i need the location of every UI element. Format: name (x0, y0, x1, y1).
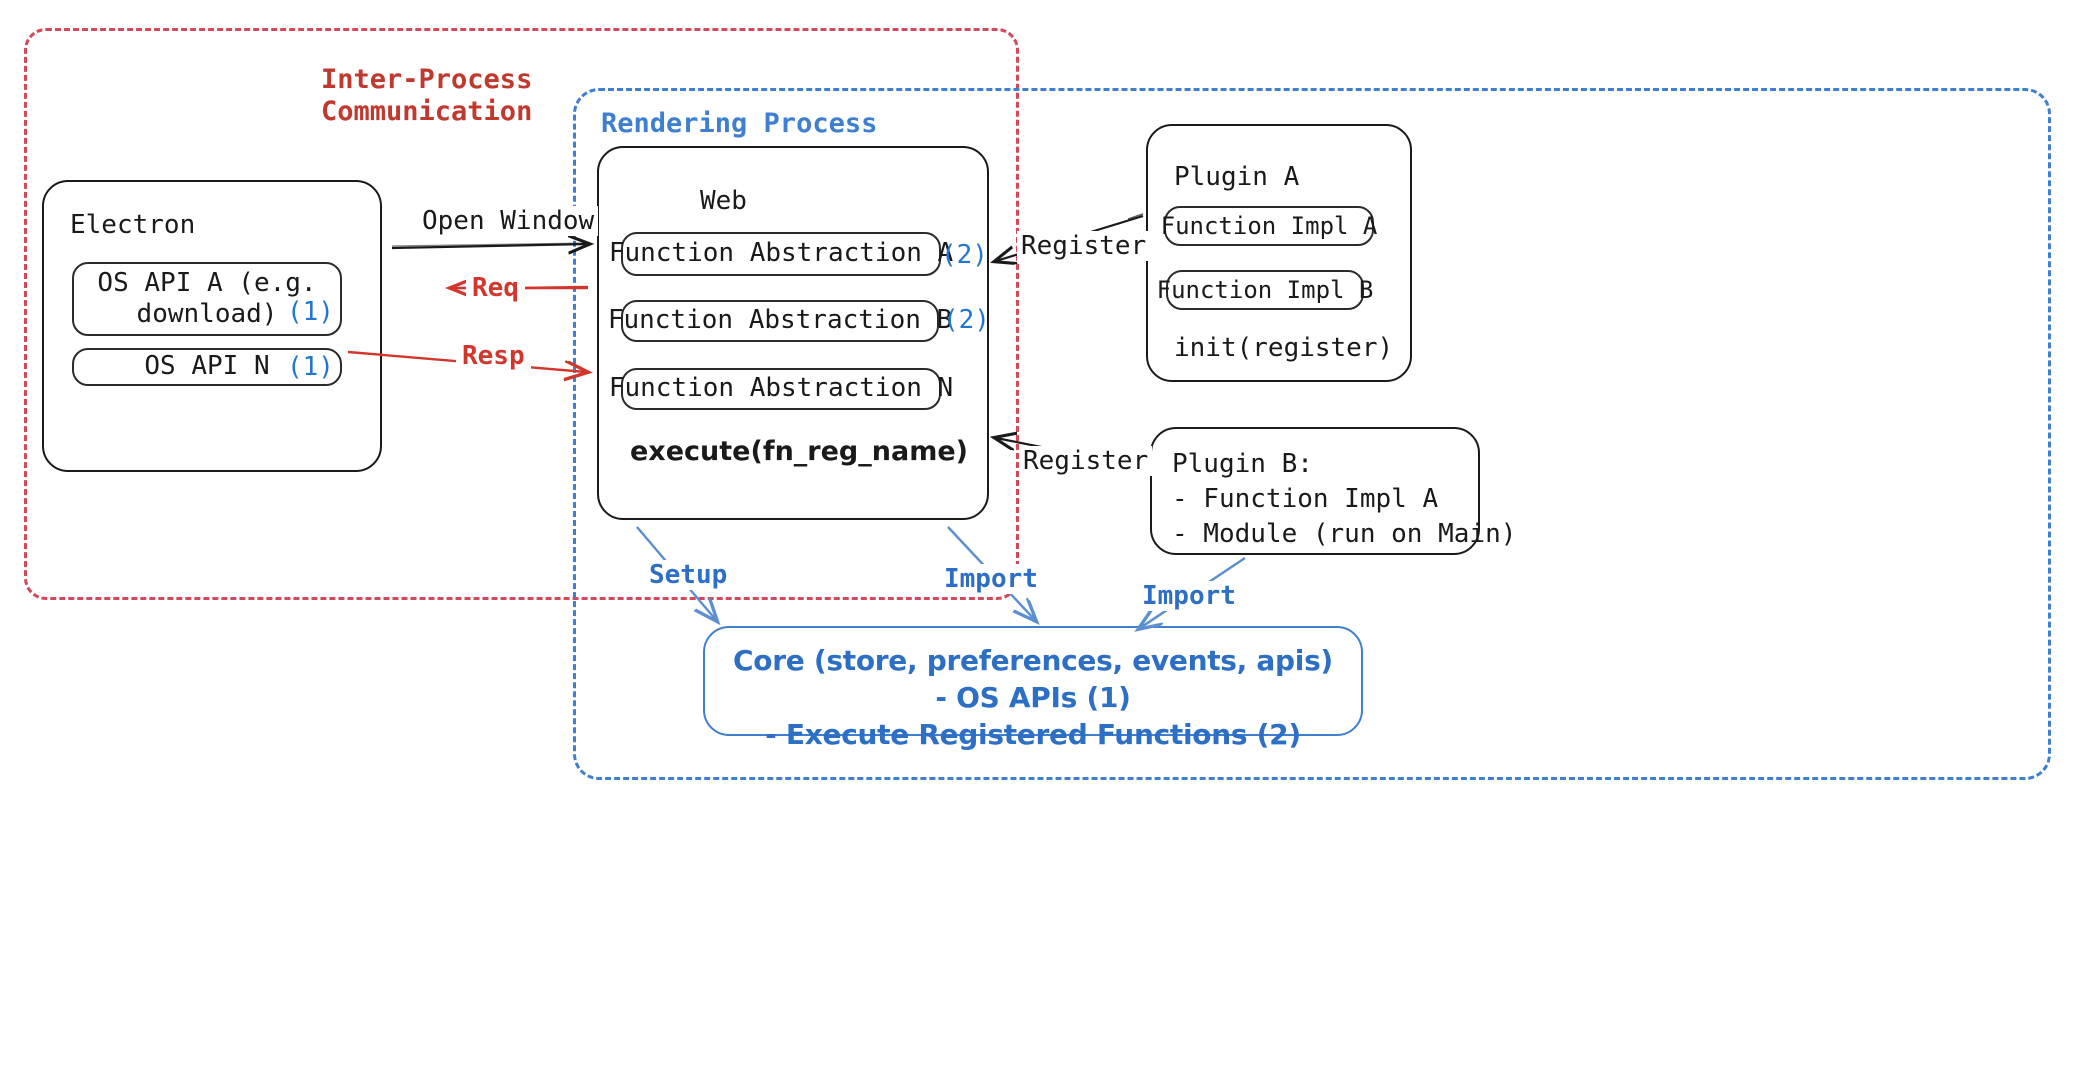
function-abstraction-n-label: Function Abstraction N (608, 373, 954, 404)
group-rendering-process (573, 88, 2051, 780)
group-inter-process-communication (24, 28, 1019, 600)
plugin-a-function-impl-a-label: Function Impl A (1160, 211, 1378, 240)
edge-label-setup: Setup (645, 560, 732, 590)
edge-label-import-web: Import (940, 564, 1042, 594)
os-api-a-tag: (1) (287, 297, 334, 327)
os-api-a-box[interactable]: OS API A (e.g. download) (72, 262, 342, 336)
web-title: Web (700, 186, 747, 216)
edge-label-open-window: Open Window (418, 206, 599, 236)
edge-label-req: Req (466, 273, 525, 303)
core-box (703, 626, 1363, 736)
os-api-n-tag: (1) (287, 352, 334, 382)
edge-label-import-plugin: Import (1138, 581, 1240, 611)
electron-box (42, 180, 382, 472)
function-abstraction-b-label: Function Abstraction B (607, 305, 953, 336)
electron-title: Electron (70, 210, 196, 240)
web-execute-label: execute(fn_reg_name) (630, 436, 968, 467)
function-abstraction-b-tag: (2) (943, 305, 990, 335)
core-text: Core (store, preferences, events, apis) -… (703, 642, 1363, 754)
group-label-rendering-process: Rendering Process (601, 108, 878, 139)
core-line-1: Core (store, preferences, events, apis) (733, 644, 1333, 677)
function-abstraction-a-box[interactable]: Function Abstraction A (608, 232, 954, 276)
web-box (597, 146, 989, 520)
plugin-b-line-2: - Function Impl A (1172, 484, 1439, 515)
os-api-a-label: OS API A (e.g. download) (97, 267, 317, 329)
edge-label-register-plugin-a: Register (1017, 231, 1151, 261)
core-line-2: - OS APIs (1) (935, 681, 1131, 715)
group-label-ipc: Inter-Process Communication (321, 64, 533, 127)
function-abstraction-a-label: Function Abstraction A (608, 238, 954, 269)
edge-label-register-plugin-b: Register (1019, 446, 1153, 476)
plugin-b-lines: Plugin B: - Function Impl A - Module (run … (1172, 447, 1516, 552)
edge-label-resp: Resp (456, 341, 531, 371)
plugin-a-title: Plugin A (1174, 162, 1300, 192)
function-abstraction-a-tag: (2) (941, 240, 988, 270)
os-api-n-label: OS API N (144, 351, 270, 382)
plugin-b-box (1150, 427, 1480, 555)
plugin-a-function-impl-b-label: Function Impl B (1156, 275, 1374, 304)
plugin-a-function-impl-b-box[interactable]: Function Impl B (1156, 270, 1374, 310)
function-abstraction-n-box[interactable]: Function Abstraction N (608, 368, 954, 410)
plugin-a-function-impl-a-box[interactable]: Function Impl A (1160, 206, 1378, 246)
core-line-3: - Execute Registered Functions (2) (765, 718, 1301, 752)
plugin-b-line-3: - Module (run on Main) (1172, 519, 1517, 550)
plugin-b-line-1: Plugin B: (1172, 449, 1313, 479)
os-api-n-box[interactable]: OS API N (72, 348, 342, 386)
function-abstraction-b-box[interactable]: Function Abstraction B (607, 300, 953, 342)
plugin-a-init-label: init(register) (1174, 333, 1394, 363)
